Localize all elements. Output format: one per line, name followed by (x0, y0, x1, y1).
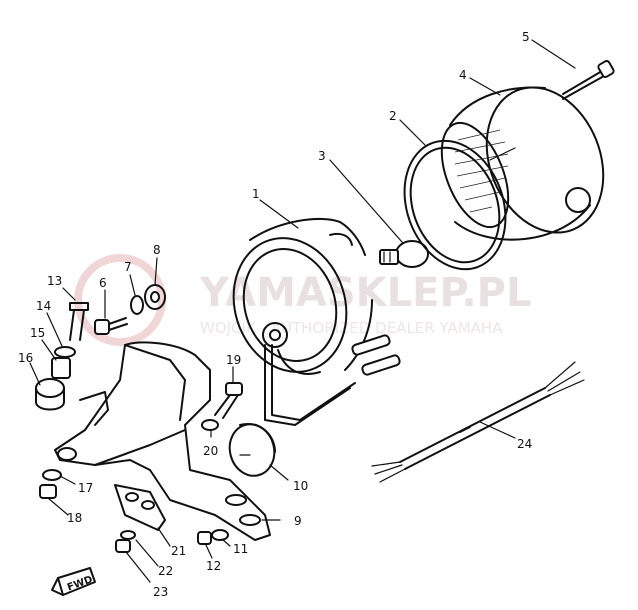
leader-lines (29, 39, 576, 583)
part-20-washer (201, 419, 219, 431)
callout-7: 7 (124, 260, 132, 274)
callout-11: 11 (233, 542, 248, 556)
callout-numbers: 1 2 3 4 5 6 7 8 9 10 11 12 13 14 15 16 1… (18, 30, 532, 599)
part-16-damper (35, 378, 65, 411)
part-12-nut (197, 531, 212, 545)
part-7-washer (130, 295, 144, 315)
part-5-screw (562, 60, 615, 100)
fwd-label: FWD (66, 574, 94, 593)
callout-3: 3 (318, 149, 326, 163)
callout-2: 2 (389, 109, 397, 123)
part-2-gasket (403, 139, 507, 271)
part-9-bracket (54, 341, 271, 541)
part-19-bolt (214, 382, 243, 419)
callout-23: 23 (153, 585, 168, 599)
part-14-washer (54, 346, 76, 358)
callout-10: 10 (293, 479, 308, 493)
lamp-wiring (264, 334, 401, 426)
callout-5: 5 (522, 30, 530, 44)
callout-21: 21 (171, 544, 186, 558)
callout-16: 16 (18, 351, 33, 365)
callout-9: 9 (294, 514, 302, 528)
callout-13: 13 (47, 274, 62, 288)
watermark: YAMASKLEP.PL WOJCIK - AUTHORIZED DEALER … (74, 254, 531, 346)
part-15-collar (51, 357, 71, 379)
callout-19: 19 (226, 353, 241, 367)
watermark-brand: YAMASKLEP.PL (199, 270, 531, 316)
callout-14: 14 (36, 299, 51, 313)
callout-18: 18 (67, 511, 82, 525)
fwd-direction-arrow-icon: FWD (51, 567, 96, 596)
part-22-washer (120, 530, 136, 540)
callout-22: 22 (158, 564, 173, 578)
part-23-nut (115, 539, 131, 553)
callout-20: 20 (203, 444, 218, 458)
watermark-subtitle: WOJCIK - AUTHORIZED DEALER YAMAHA (200, 319, 503, 337)
part-10-disc (228, 423, 276, 477)
part-21-plate (114, 484, 166, 531)
callout-4: 4 (459, 68, 467, 82)
callout-12: 12 (206, 559, 221, 573)
callout-17: 17 (78, 481, 93, 495)
callout-24: 24 (517, 437, 532, 451)
callout-1: 1 (252, 187, 260, 201)
part-3-bulb (379, 240, 429, 268)
part-4-lens-housing (440, 86, 605, 241)
callout-6: 6 (99, 276, 107, 290)
part-24-wire-harness (371, 361, 585, 483)
part-17-washer (42, 469, 62, 481)
watermark-logo-icon (74, 254, 166, 346)
part-11-washer (211, 529, 229, 541)
part-18-nut (39, 484, 57, 499)
callout-8: 8 (153, 243, 161, 257)
part-13-bolt (69, 302, 89, 341)
callout-15: 15 (30, 326, 45, 340)
part-6-bolt (94, 317, 128, 335)
part-1-lamp-body (232, 218, 373, 375)
